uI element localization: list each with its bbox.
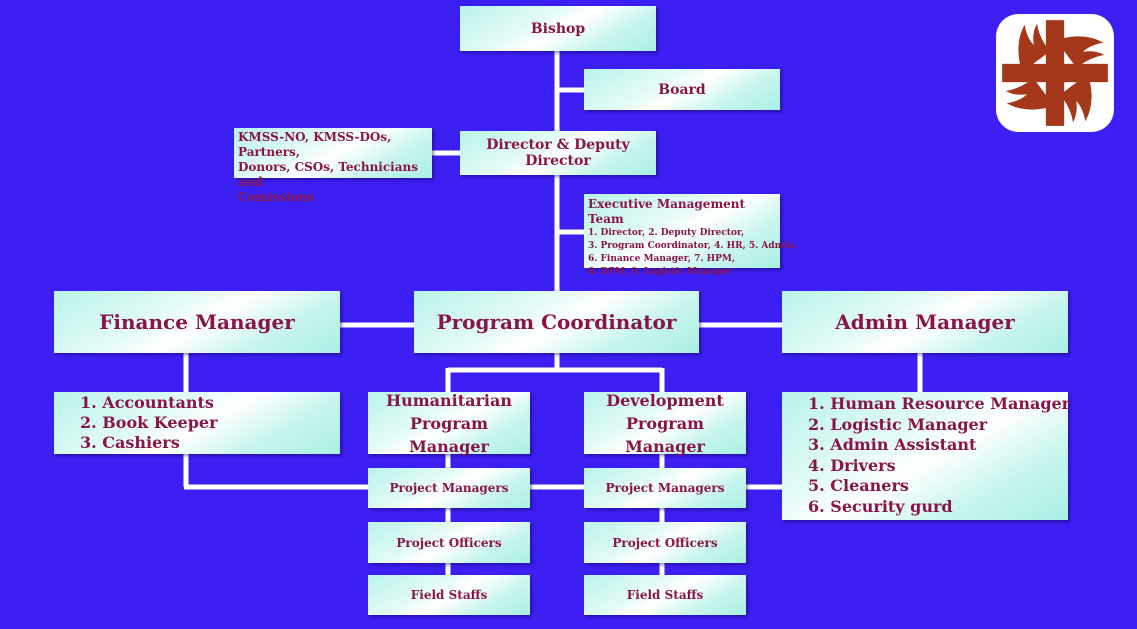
dpm-title-line: Program Manager <box>625 413 705 456</box>
list-item: 3. Admin Assistant <box>808 435 977 455</box>
bishop-box: Bishop <box>460 6 656 51</box>
list-item: 4. Drivers <box>808 455 896 475</box>
development-field-staffs-box: Field Staffs <box>584 575 746 615</box>
hpm-title-line: Program Manager <box>409 413 489 456</box>
partners-line: Comissions <box>238 190 315 204</box>
caritas-cross-icon <box>996 14 1114 132</box>
development-project-officers-box: Project Officers <box>584 522 746 563</box>
emt-title: Executive Management Team <box>588 197 746 226</box>
finance-manager-box: Finance Manager <box>54 291 340 353</box>
humanitarian-program-manager-box: Humanitarian Program Manager <box>368 390 530 456</box>
list-item: 1. Accountants <box>80 393 214 412</box>
partners-line: KMSS-NO, KMSS-DOs, Partners, <box>238 130 392 159</box>
program-coordinator-box: Program Coordinator <box>414 291 699 353</box>
emt-member-line: 1. Director, 2. Deputy Director, <box>588 228 745 238</box>
humanitarian-project-managers-box: Project Managers <box>368 468 530 508</box>
finance-staff-box: 1. Accountants 2. Book Keeper 3. Cashier… <box>54 392 340 454</box>
development-project-managers-box: Project Managers <box>584 468 746 508</box>
hpm-title-line: Humanitarian <box>385 390 513 410</box>
admin-staff-box: 1. Human Resource Manager 2. Logistic Ma… <box>782 392 1071 520</box>
list-item: 2. Book Keeper <box>80 413 218 432</box>
emt-member-line: 3. Program Coordinator, 4. HR, 5. Admin, <box>588 241 798 251</box>
list-item: 3. Cashiers <box>80 433 180 452</box>
director-box: Director & Deputy Director <box>460 131 656 175</box>
list-item: 1. Human Resource Manager <box>808 394 1071 413</box>
list-item: 6. Security gurd <box>808 496 953 516</box>
admin-manager-box: Admin Manager <box>782 291 1068 353</box>
humanitarian-project-officers-box: Project Officers <box>368 522 530 563</box>
list-item: 5. Cleaners <box>808 476 909 496</box>
emt-member-line: 8. DPM, 9. Logistic Manager <box>588 267 733 277</box>
partners-box: KMSS-NO, KMSS-DOs, Partners, Donors, CSO… <box>234 128 432 204</box>
dpm-title-line: Development <box>606 390 724 410</box>
development-program-manager-box: Development Program Manager <box>584 390 746 456</box>
board-box: Board <box>584 69 780 110</box>
partners-line: Donors, CSOs, Technicians and <box>238 160 418 189</box>
humanitarian-field-staffs-box: Field Staffs <box>368 575 530 615</box>
emt-member-line: 6. Finance Manager, 7. HPM, <box>588 254 736 264</box>
list-item: 2. Logistic Manager <box>808 414 988 434</box>
executive-management-team-box: Executive Management Team 1. Director, 2… <box>584 194 798 277</box>
